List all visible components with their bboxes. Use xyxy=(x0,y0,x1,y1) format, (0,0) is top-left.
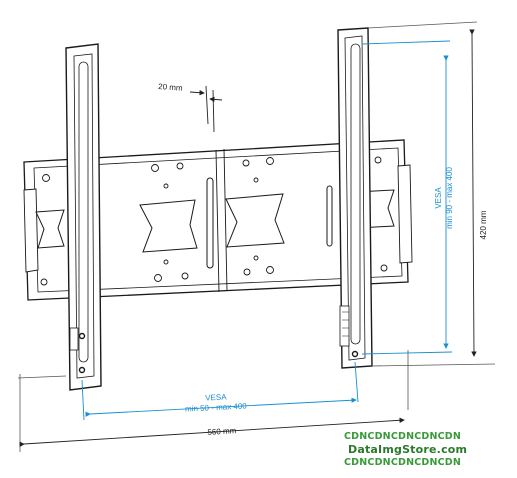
vesa-vertical-range: min 90 - max 400 xyxy=(445,167,454,229)
vesa-horizontal-dimension xyxy=(81,361,359,421)
height-label: 420 mm xyxy=(479,210,488,239)
watermark-line-1: CDNCDNCDNCDNCDN xyxy=(344,431,462,442)
wall-plate xyxy=(23,139,413,301)
width-label: 560 mm xyxy=(207,426,237,437)
height-dimension xyxy=(469,29,477,357)
gap-label: 20 mm xyxy=(158,82,183,93)
width-dimension xyxy=(19,417,405,447)
vesa-vertical-dimension xyxy=(361,40,453,355)
watermark-site: DataImgStore.com xyxy=(348,443,468,456)
vesa-horizontal-title: VESA xyxy=(205,392,227,402)
right-arm xyxy=(337,27,373,369)
watermark-line-3: CDNCDNCDNCDNCDN xyxy=(344,457,462,468)
left-arm xyxy=(65,43,102,391)
gap-dimension xyxy=(189,85,223,133)
vesa-vertical-title: VESA xyxy=(434,187,443,209)
plate-holes xyxy=(40,156,388,286)
vesa-horizontal-range: min 50 - max 400 xyxy=(185,401,248,413)
